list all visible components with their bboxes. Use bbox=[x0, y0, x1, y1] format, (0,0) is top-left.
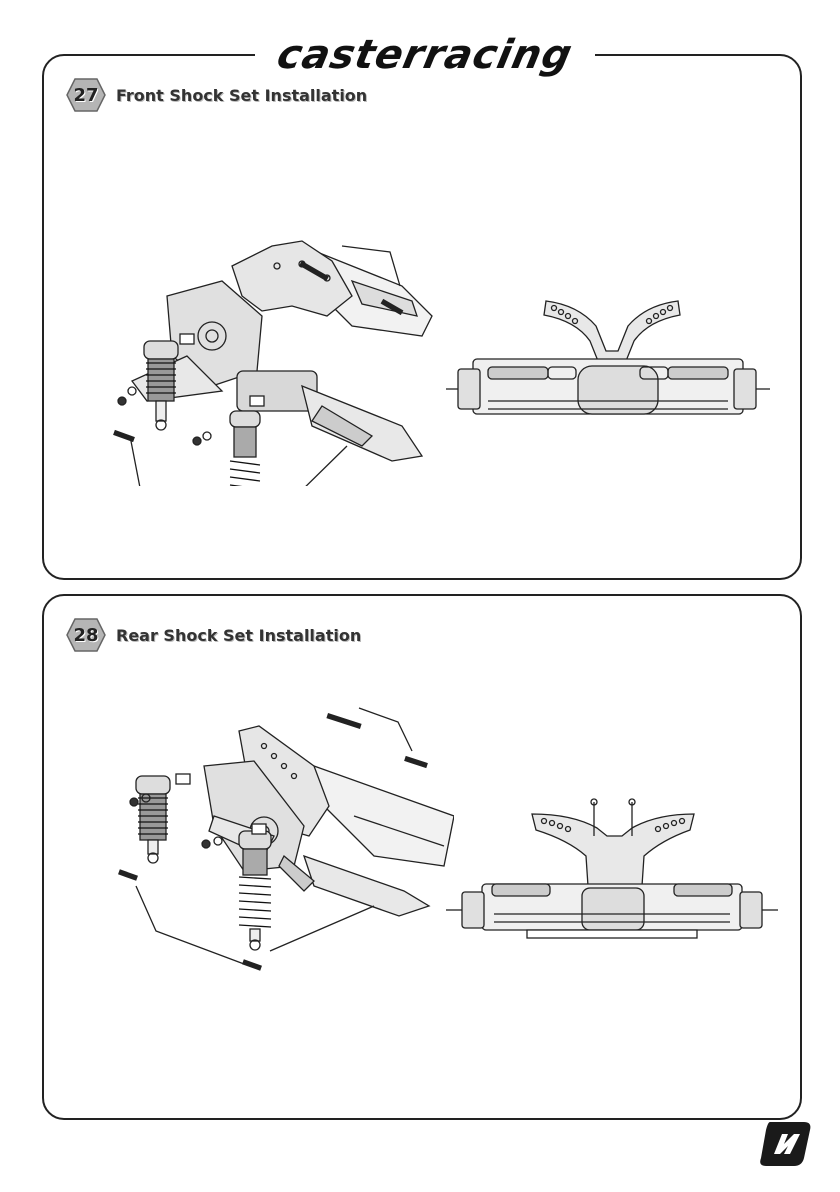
step-number: 27 bbox=[73, 85, 98, 106]
step-header: 28 Rear Shock Set Installation bbox=[66, 618, 361, 652]
step-panel-28: 28 Rear Shock Set Installation bbox=[42, 594, 802, 1120]
rear-shock-rear-view-diagram bbox=[432, 796, 788, 946]
step-number-badge: 28 bbox=[66, 618, 106, 652]
rear-shock-exploded-diagram bbox=[74, 706, 454, 976]
front-shock-front-view-diagram bbox=[428, 281, 784, 421]
step-number-badge: 27 bbox=[66, 78, 106, 112]
step-number: 28 bbox=[73, 625, 98, 646]
front-shock-exploded-diagram bbox=[72, 186, 452, 486]
brand-logo-text: casterracing bbox=[273, 32, 577, 78]
page-corner-logo-icon bbox=[760, 1120, 812, 1168]
step-panel-27: 27 Front Shock Set Installation bbox=[42, 54, 802, 580]
step-header: 27 Front Shock Set Installation bbox=[66, 78, 367, 112]
step-title: Rear Shock Set Installation bbox=[116, 626, 361, 645]
brand-logo: casterracing bbox=[255, 30, 595, 80]
step-title: Front Shock Set Installation bbox=[116, 86, 367, 105]
